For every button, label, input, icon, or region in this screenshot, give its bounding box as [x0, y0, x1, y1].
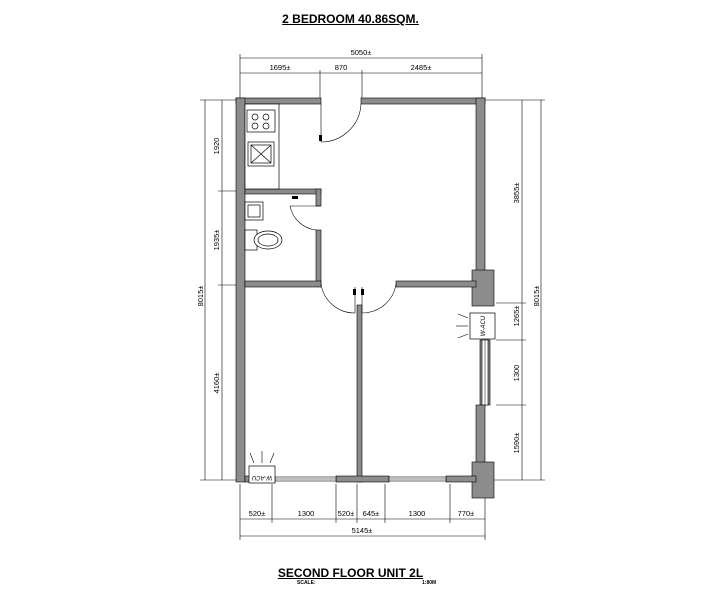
acu-right-label: W-ACU	[481, 315, 487, 336]
dim-bottom-6: 770±	[458, 509, 475, 518]
dim-bottom-total: 5145±	[352, 526, 373, 535]
dim-right-total: 8015±	[532, 286, 541, 307]
scale-value: 1:80M	[422, 580, 437, 586]
dim-top-1: 1695±	[270, 63, 291, 72]
dim-bottom-5: 1300	[409, 509, 426, 518]
dim-top-2: 870	[335, 63, 348, 72]
dim-right-2: 1265±	[512, 306, 521, 327]
dim-left-3: 4160±	[212, 373, 221, 394]
windows	[274, 339, 489, 482]
plan-subtitle: SECOND FLOOR UNIT 2L	[277, 566, 424, 580]
dim-right-1: 3855±	[512, 183, 521, 204]
dim-left-2: 1935±	[212, 230, 221, 251]
dim-bottom-3: 520±	[338, 509, 355, 518]
left-dimensions: 8015± 1920 1935± 4160±	[196, 99, 240, 481]
dim-left-total: 8015±	[196, 286, 205, 307]
dim-bottom-4: 645±	[363, 509, 380, 518]
bottom-dimensions: 520± 1300 520± 645± 1300 770± 5145±	[239, 484, 486, 540]
plan-title: 2 BEDROOM 40.86SQM.	[282, 12, 419, 26]
dim-right-3: 1300	[512, 365, 521, 382]
acu-bottom-unit: W-ACU	[248, 451, 276, 484]
dim-top-total: 5050±	[351, 48, 372, 57]
acu-right-unit: W-ACU	[456, 312, 496, 340]
kitchen-counter	[244, 103, 280, 190]
bathroom-fixtures	[244, 201, 283, 251]
dim-bottom-1: 520±	[249, 509, 266, 518]
dim-right-4: 1590±	[512, 433, 521, 454]
acu-bottom-label: W-ACU	[251, 474, 272, 480]
dim-left-1: 1920	[212, 138, 221, 155]
dim-top-3: 2485±	[411, 63, 432, 72]
doors	[289, 103, 397, 314]
scale-label: SCALE:	[297, 580, 316, 586]
dim-bottom-2: 1300	[298, 509, 315, 518]
right-dimensions: 8015± 3855± 1265± 1300 1590±	[482, 99, 545, 481]
top-dimensions: 5050± 1695± 870 2485±	[239, 48, 483, 100]
